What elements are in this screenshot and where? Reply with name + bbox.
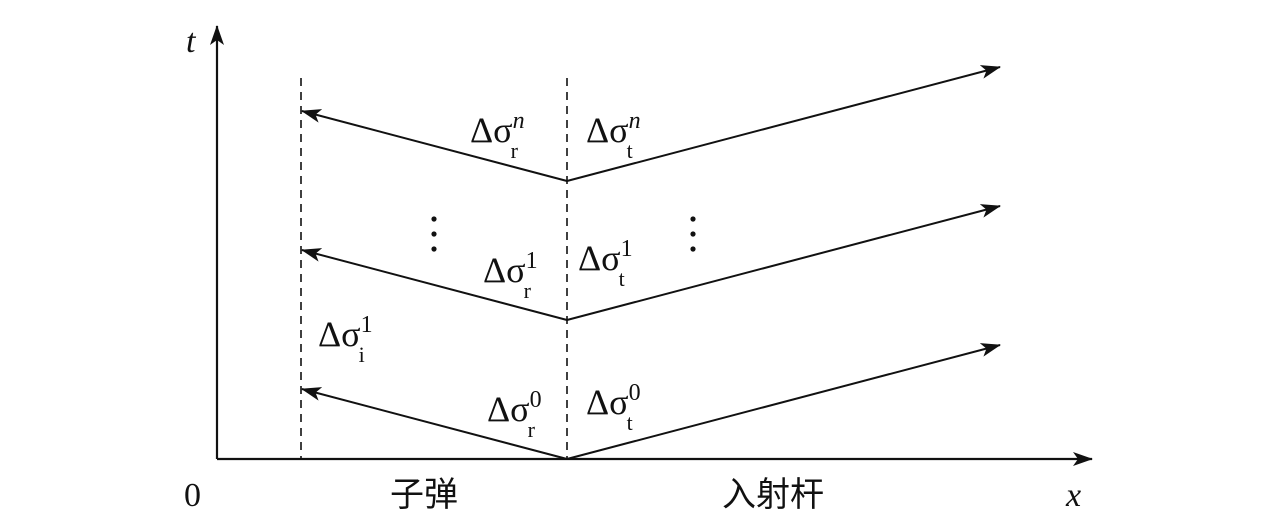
transmitted-wave-1-arrow (566, 204, 1001, 321)
reflected-wave-n-arrow (301, 109, 568, 182)
ellipsis-dots-left (431, 216, 437, 252)
reflected-wave-1-arrow (301, 248, 568, 321)
origin-label: 0 (184, 477, 201, 514)
reflected-wave-0-arrow (301, 387, 568, 460)
ellipsis-dots-right (690, 216, 696, 252)
transmitted-wave-n-arrow (566, 65, 1001, 182)
x-axis-label: x (1065, 477, 1081, 514)
transmitted-wave-0-arrow (566, 343, 1001, 460)
t-axis-label: t (186, 23, 197, 60)
bullet-region-label: 子弹 (390, 475, 458, 515)
incident-bar-region-label: 入射杆 (722, 475, 824, 515)
